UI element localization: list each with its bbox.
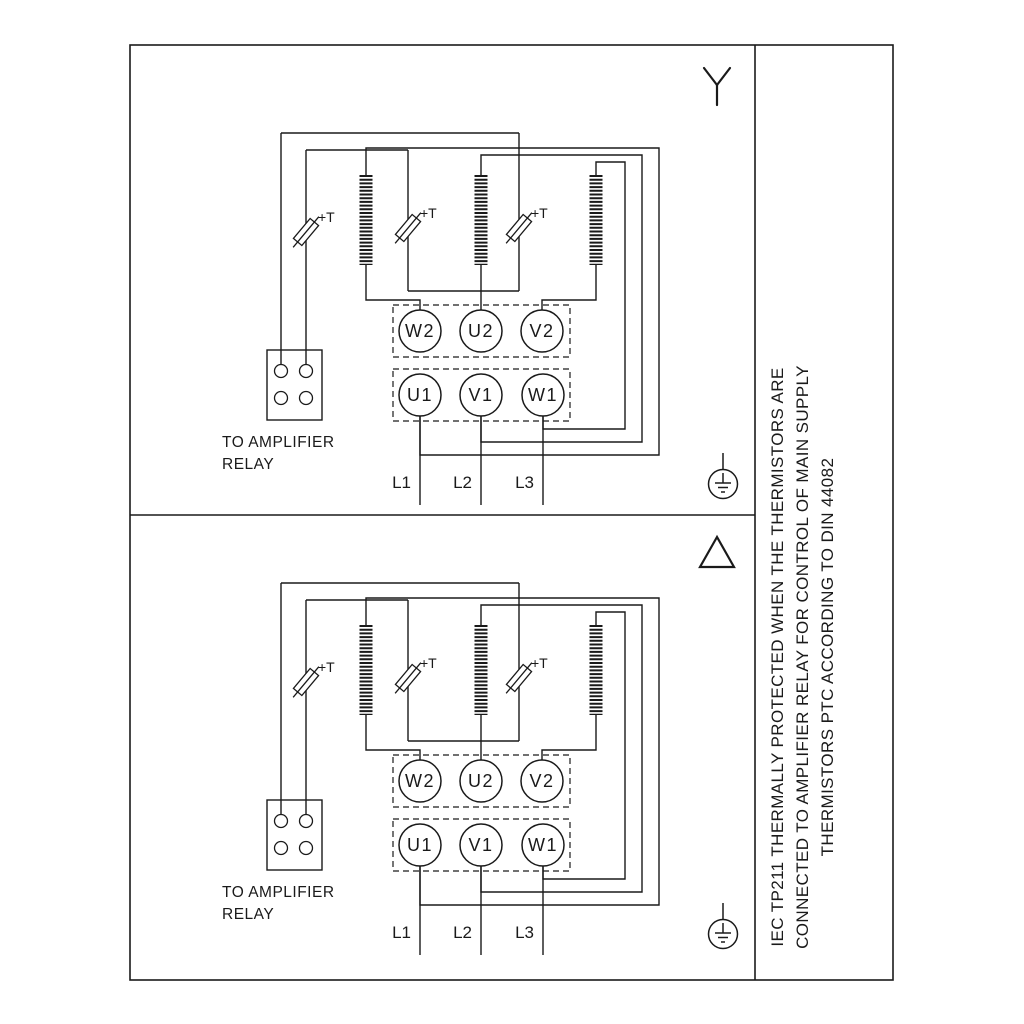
terminal-w1 — [521, 823, 565, 867]
supply-l3-label: L3 — [515, 923, 534, 942]
relay-caption-line-1: TO AMPLIFIER — [222, 884, 335, 901]
thermistor-1-label: +T — [318, 209, 335, 225]
motor-windings — [359, 625, 603, 715]
thermistor-3-label: +T — [531, 205, 548, 221]
terminal-w2-label: W2 — [405, 771, 435, 791]
relay-box — [266, 799, 323, 871]
delta-symbol-icon — [698, 534, 736, 569]
terminal-v2-label: V2 — [529, 771, 554, 791]
relay-box — [266, 349, 323, 421]
terminal-row-bottom-box — [392, 368, 571, 422]
thermistor-1-label: +T — [318, 659, 335, 675]
terminal-row-top-box — [392, 304, 571, 358]
motor-windings — [359, 175, 603, 265]
relay-terminal — [273, 390, 289, 406]
terminal-w2-label: W2 — [405, 321, 435, 341]
relay-caption-line-1: TO AMPLIFIER — [222, 434, 335, 451]
relay-terminal — [273, 840, 289, 856]
relay-terminal — [273, 813, 289, 829]
thermistor-1-icon — [292, 216, 320, 248]
terminal-v1-label: V1 — [468, 835, 493, 855]
thermistor-3-icon — [505, 662, 533, 694]
outer-border — [129, 44, 894, 981]
terminal-u1 — [398, 373, 442, 417]
winding-terminal-wires — [365, 715, 597, 760]
terminal-v1-label: V1 — [468, 385, 493, 405]
supply-l2-label: L2 — [453, 473, 472, 492]
note-line-3: THERMISTORS PTC ACCORDING TO DIN 44082 — [818, 458, 837, 857]
thermistor-2-label: +T — [420, 655, 437, 671]
terminal-u2 — [459, 759, 503, 803]
diagram-frame — [129, 44, 894, 981]
note-line-1: IEC TP211 THERMALLY PROTECTED WHEN THE T… — [768, 367, 787, 946]
amplifier-relay: TO AMPLIFIER RELAY — [222, 799, 335, 923]
terminal-w1-label: W1 — [528, 835, 558, 855]
amplifier-relay: TO AMPLIFIER RELAY — [222, 349, 335, 473]
terminal-w2 — [398, 309, 442, 353]
delta-section: +T +T +T W2 U2 — [222, 534, 739, 955]
relay-terminal — [273, 363, 289, 379]
terminal-w2 — [398, 759, 442, 803]
thermistor-3-label: +T — [531, 655, 548, 671]
terminal-row-bottom-box — [392, 818, 571, 872]
terminal-v2 — [520, 759, 564, 803]
thermistor-1-icon — [292, 666, 320, 698]
relay-terminal — [298, 840, 314, 856]
terminal-u1-label: U1 — [407, 385, 433, 405]
supply-l1-label: L1 — [392, 473, 411, 492]
relay-terminal — [298, 363, 314, 379]
thermistor-2-label: +T — [420, 205, 437, 221]
supply-wires — [419, 866, 544, 955]
terminal-u2-label: U2 — [468, 321, 494, 341]
supply-labels: L1 L2 L3 — [392, 923, 534, 942]
terminal-board: W2 U2 V2 U1 V1 W1 — [392, 754, 571, 872]
terminal-v1 — [459, 823, 503, 867]
supply-labels: L1 L2 L3 — [392, 473, 534, 492]
terminal-u2 — [459, 309, 503, 353]
terminal-u2-label: U2 — [468, 771, 494, 791]
thermistors: +T +T +T — [292, 205, 548, 248]
terminal-v2 — [520, 309, 564, 353]
terminal-w1 — [521, 373, 565, 417]
ground-icon — [707, 453, 739, 500]
terminal-v1 — [459, 373, 503, 417]
star-symbol-icon — [702, 66, 732, 107]
terminal-row-top-box — [392, 754, 571, 808]
terminal-v2-label: V2 — [529, 321, 554, 341]
wiring-lines — [280, 132, 660, 505]
star-section: +T +T +T W2 U2 — [222, 66, 739, 505]
thermistor-2-icon — [394, 212, 422, 244]
thermistors: +T +T +T — [292, 655, 548, 698]
terminal-w1-label: W1 — [528, 385, 558, 405]
thermistor-2-icon — [394, 662, 422, 694]
terminal-u1 — [398, 823, 442, 867]
relay-terminal — [298, 813, 314, 829]
winding-terminal-wires — [365, 265, 597, 310]
supply-l2-label: L2 — [453, 923, 472, 942]
ground-icon — [707, 903, 739, 950]
note-line-2: CONNECTED TO AMPLIFIER RELAY FOR CONTROL… — [793, 365, 812, 949]
relay-terminal — [298, 390, 314, 406]
note-panel: IEC TP211 THERMALLY PROTECTED WHEN THE T… — [768, 365, 837, 949]
supply-l1-label: L1 — [392, 923, 411, 942]
supply-wires — [419, 416, 544, 505]
relay-caption-line-2: RELAY — [222, 456, 274, 473]
relay-caption-line-2: RELAY — [222, 906, 274, 923]
terminal-u1-label: U1 — [407, 835, 433, 855]
terminal-board: W2 U2 V2 U1 V1 W1 — [392, 304, 571, 422]
thermistor-3-icon — [505, 212, 533, 244]
supply-l3-label: L3 — [515, 473, 534, 492]
